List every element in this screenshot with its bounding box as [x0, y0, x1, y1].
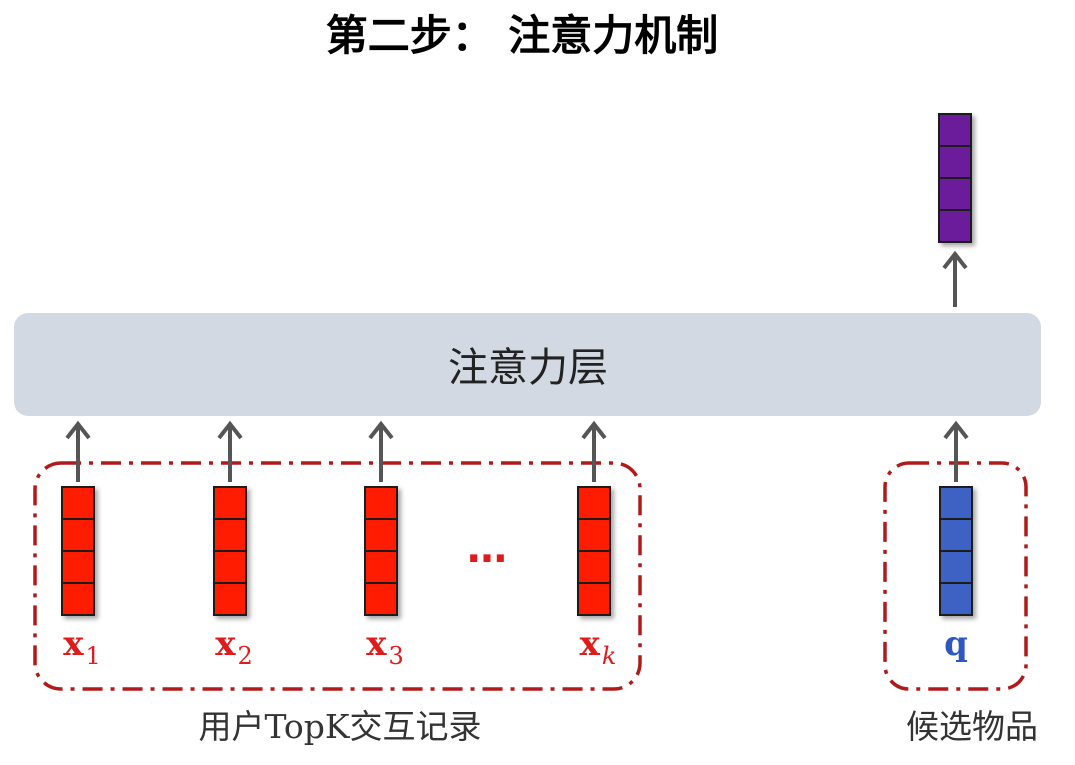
candidate-vector-label: q [944, 624, 968, 664]
user-history-caption: 用户TopK交互记录 [198, 707, 481, 746]
attention-layer: 注意力层 [14, 313, 1041, 416]
candidate-item: q [939, 420, 973, 664]
candidate-vector-cells [939, 486, 973, 616]
candidate-caption: 候选物品 [906, 707, 1038, 746]
user-vector-label: x1 [63, 624, 101, 670]
output-vector-cells [938, 113, 972, 243]
output-vector [938, 113, 972, 243]
user-vector-3 [364, 486, 398, 616]
user-vector-1 [61, 486, 95, 616]
user-vector-label: xk [580, 624, 617, 670]
up-arrow-icon [943, 420, 969, 482]
user-vector-4 [577, 486, 611, 616]
output-arrow [942, 250, 968, 307]
up-arrow-icon [65, 420, 91, 482]
ellipsis: … [467, 526, 507, 572]
up-arrow-icon [368, 420, 394, 482]
user-history-group-border [33, 461, 642, 691]
diagram-title: 第二步： 注意力机制 [326, 11, 719, 60]
up-arrow-icon [581, 420, 607, 482]
user-history-vectors: x1 x2 x3 xk [61, 420, 617, 670]
user-vector-label: x2 [215, 624, 253, 670]
up-arrow-icon [217, 420, 243, 482]
attention-layer-label: 注意力层 [448, 345, 608, 391]
user-vector-label: x3 [366, 624, 404, 670]
user-vector-2 [213, 486, 247, 616]
